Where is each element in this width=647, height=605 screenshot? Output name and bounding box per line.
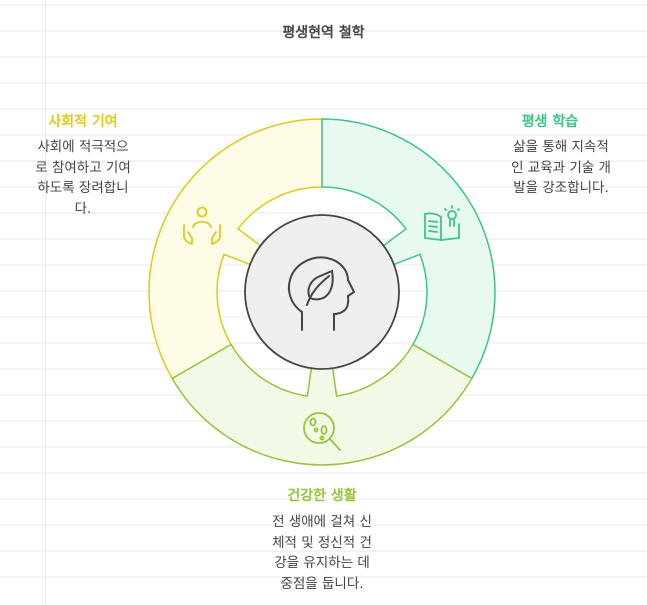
healthy-living-description: 전 생애에 걸쳐 신 체적 및 정신적 건 강을 유지하는 데 중점을 둡니다.	[242, 512, 402, 594]
desc-line: 다.	[74, 200, 92, 217]
desc-line: 삶을 통해 지속적	[513, 139, 609, 155]
segment-lifelong-learning[interactable]	[321, 118, 496, 380]
head-leaf-icon	[287, 256, 356, 331]
segment-healthy-living[interactable]	[171, 343, 473, 466]
helping-hands-person-icon	[183, 206, 221, 245]
magnifier-cells-icon	[303, 412, 341, 451]
lifelong-learning-heading: 평생 학습	[521, 114, 579, 130]
social-contribution-description: 사회에 적극적으 로 참여하고 기여 하도록 장려합니 다.	[10, 137, 156, 219]
center-circle	[244, 214, 400, 370]
book-lightbulb-icon	[424, 205, 460, 242]
desc-line: 강을 유지하는 데	[274, 555, 370, 571]
margin-line	[45, 0, 46, 605]
healthy-living-heading: 건강한 생활	[287, 488, 357, 504]
diagram-title: 평생현역 철학	[282, 25, 365, 41]
social-contribution-heading: 사회적 기여	[48, 114, 118, 130]
lifelong-learning-description: 삶을 통해 지속적 인 교육과 기술 개 발을 강조합니다.	[485, 137, 637, 199]
desc-line: 인 교육과 기술 개	[511, 159, 611, 176]
desc-line: 체적 및 정신적 건	[272, 534, 372, 551]
desc-line: 로 참여하고 기여	[35, 159, 131, 176]
desc-line: 하도록 장려합니	[37, 180, 129, 196]
desc-line: 발을 강조합니다.	[513, 180, 609, 196]
segment-social-contribution[interactable]	[148, 118, 323, 380]
desc-line: 사회에 적극적으	[37, 139, 129, 155]
desc-line: 전 생애에 걸쳐 신	[272, 514, 372, 530]
desc-line: 중점을 둡니다.	[280, 575, 364, 592]
